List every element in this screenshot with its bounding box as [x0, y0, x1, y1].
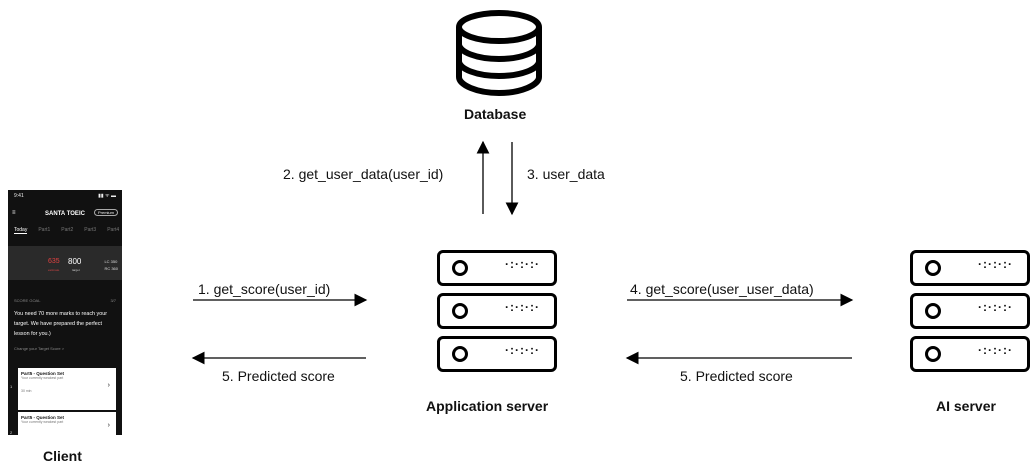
phone-tabs: Today Part1 Part2 Part3 Part4 [14, 227, 120, 234]
phone-app-title: SANTA TOEIC [45, 211, 85, 217]
section-scores: LC 350 RC 360 [104, 258, 118, 272]
label-get-user-data: 2. get_user_data(user_id) [283, 166, 444, 182]
question-number: 1 [10, 384, 13, 389]
score-goal-count: 3/7 [110, 298, 116, 303]
ai-server-label: AI server [936, 398, 996, 414]
tab-today: Today [14, 227, 28, 234]
server-unit: ·:·:·:· [910, 336, 1030, 372]
app-server-label: Application server [426, 398, 549, 414]
signal-icon: ▮▮ ᯤ ▬ [98, 193, 116, 199]
client-label: Client [43, 448, 82, 464]
label-predicted-ai: 5. Predicted score [680, 368, 793, 384]
label-user-data: 3. user_data [527, 166, 605, 182]
premium-button: Premium [93, 209, 118, 216]
phone-status-bar: 9:41 ▮▮ ᯤ ▬ [14, 193, 116, 199]
score-goal-header: SCORE GOAL 3/7 [14, 298, 116, 303]
goal-message: You need 70 more marks to reach your tar… [14, 311, 107, 337]
score-goal-label: SCORE GOAL [14, 298, 41, 303]
question-subtitle: Your currently weakest part [21, 420, 64, 424]
server-unit: ·:·:·:· [437, 293, 557, 329]
question-number: 2 [10, 430, 13, 435]
tab-part3: Part3 [84, 227, 97, 233]
question-card: Part5 - Question Set Your currently weak… [18, 368, 116, 410]
label-predicted-client: 5. Predicted score [222, 368, 335, 384]
tab-part1: Part1 [38, 227, 51, 233]
menu-icon: ≡ [12, 210, 16, 216]
question-title: Part5 - Question Set [21, 415, 65, 420]
server-unit: ·:·:·:· [910, 293, 1030, 329]
lc-score: LC 350 [104, 259, 118, 264]
database-label: Database [464, 106, 527, 122]
chevron-right-icon: › [107, 422, 110, 429]
rc-score: RC 360 [104, 266, 118, 271]
server-unit: ·:·:·:· [437, 336, 557, 372]
client-phone-screenshot: 9:41 ▮▮ ᯤ ▬ ≡ SANTA TOEIC Premium Today … [8, 190, 122, 435]
label-get-score: 1. get_score(user_id) [198, 281, 331, 297]
question-card: Part5 - Question Set Your currently weak… [18, 412, 116, 435]
chevron-right-icon: › [107, 382, 110, 389]
question-time: 30 min [21, 389, 32, 393]
question-subtitle: Your currently weakest part [21, 376, 64, 380]
question-title: Part5 - Question Set [21, 371, 65, 376]
database-icon [456, 10, 542, 97]
current-score-label: estimate [48, 268, 60, 272]
score-card [8, 246, 122, 280]
tab-part2: Part2 [61, 227, 74, 233]
tab-part4: Part4 [107, 227, 120, 233]
label-get-score-ai: 4. get_score(user_user_data) [630, 281, 814, 297]
target-score-label: target [72, 268, 80, 272]
target-score: 800 [68, 257, 82, 266]
current-score: 635 [48, 258, 60, 265]
server-unit: ·:·:·:· [910, 250, 1030, 286]
phone-time: 9:41 [14, 193, 24, 199]
change-target-link: Change your Target Score > [14, 346, 65, 351]
server-unit: ·:·:·:· [437, 250, 557, 286]
